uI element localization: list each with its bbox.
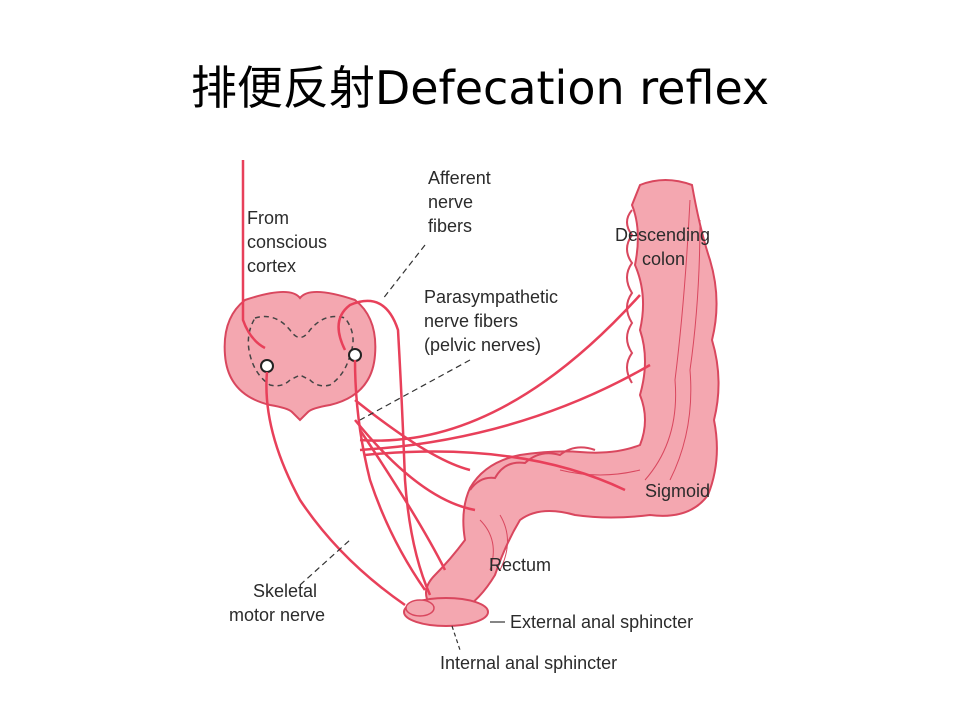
pelvic-nerve-6 xyxy=(364,450,626,492)
label-rectum: Rectum xyxy=(489,555,551,575)
nerve-fibers xyxy=(241,160,651,607)
leader-lines xyxy=(299,244,505,651)
label-afferent: Afferent nerve fibers xyxy=(428,168,496,236)
pelvic-nerve-4 xyxy=(359,294,641,442)
label-internal-anal-sphincter: Internal anal sphincter xyxy=(440,653,617,673)
afferent-fiber xyxy=(337,299,432,596)
label-external-anal-sphincter: External anal sphincter xyxy=(510,612,693,632)
colon-shape xyxy=(425,179,720,615)
pelvic-nerve-1 xyxy=(353,359,427,591)
anal-sphincter xyxy=(403,597,489,627)
pelvic-nerve-7 xyxy=(358,429,447,571)
spinal-cord-section xyxy=(223,291,377,422)
pelvic-nerve-3 xyxy=(354,419,476,512)
label-from-cortex: From conscious cortex xyxy=(247,208,332,276)
label-sigmoid: Sigmoid xyxy=(645,481,710,501)
label-parasympathetic: Parasympathetic nerve fibers (pelvic ner… xyxy=(424,287,563,355)
cortex-nerve xyxy=(241,160,266,350)
label-skeletal-motor-nerve: Skeletal motor nerve xyxy=(229,581,325,625)
skeletal-motor-nerve xyxy=(265,371,406,607)
pelvic-nerve-5 xyxy=(359,363,651,452)
pelvic-nerve-2 xyxy=(354,399,471,472)
label-descending-colon: Descending colon xyxy=(615,225,715,269)
slide-title: 排便反射Defecation reflex xyxy=(190,61,770,115)
